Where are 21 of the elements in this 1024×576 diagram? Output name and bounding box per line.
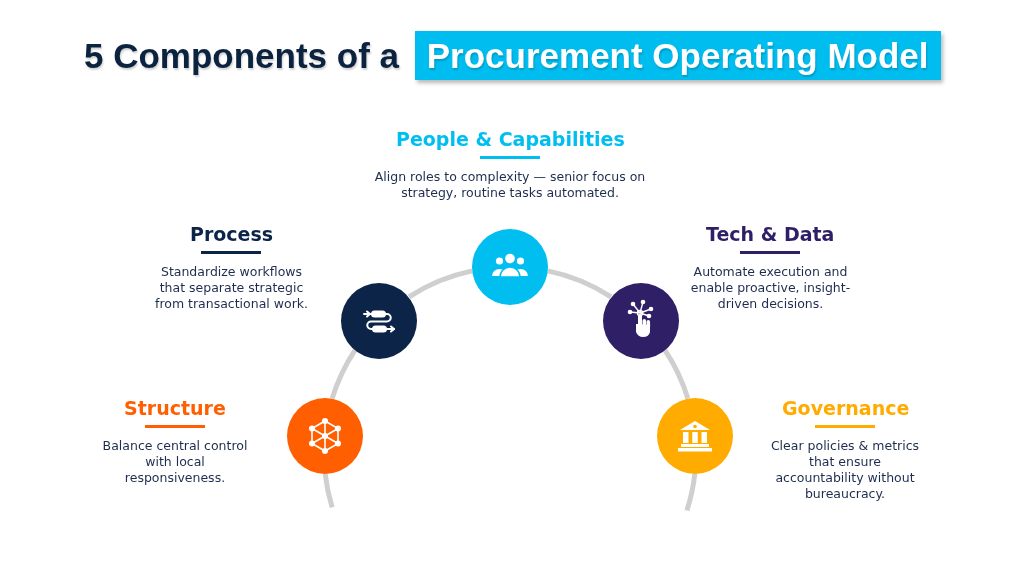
arc-connector <box>684 473 698 512</box>
arc-connector <box>322 473 335 509</box>
team-icon <box>472 229 548 305</box>
description-text: Align roles to complexity — senior focus on strategy, routine tasks automated. <box>374 169 646 201</box>
description-text: Balance central control with local responsiveness. <box>102 438 248 486</box>
section-heading: Process <box>190 222 274 246</box>
section-heading: People & Capabilities <box>396 127 625 151</box>
arc-connector <box>329 348 358 400</box>
description-text: Automate execution and enable proactive, insight-driven decisions. <box>690 264 851 312</box>
section-heading: Structure <box>124 396 226 420</box>
section-heading: Governance <box>782 396 910 420</box>
arc-connector <box>547 268 613 299</box>
network-icon <box>286 397 363 474</box>
hand-network-icon <box>602 282 679 359</box>
description-text: Clear policies & metrics that ensure accountability without bureaucracy. <box>770 438 920 502</box>
description-text: Standardize workflows that separate strategic from transactional work. <box>154 264 309 312</box>
pillared-building-icon <box>657 397 734 474</box>
section-heading: Tech & Data <box>706 222 835 246</box>
arc-connector <box>407 268 473 299</box>
arc-connector <box>662 348 691 400</box>
workflow-icon <box>341 282 418 359</box>
